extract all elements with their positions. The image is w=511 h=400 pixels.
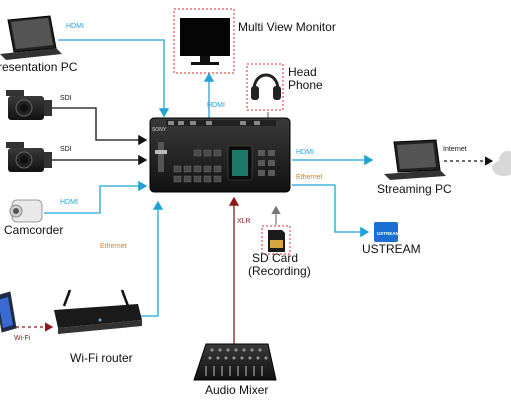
sdcard-highlight-box	[261, 225, 291, 255]
camcorder-icon	[9, 199, 43, 223]
headphone-label-line1: Head	[288, 65, 317, 79]
sdi-line-cam1	[52, 107, 148, 146]
label-ethernet-ustream: Ethernet	[296, 174, 323, 181]
label-hdmi-streaming: HDMI	[296, 149, 314, 156]
label-internet: Internet	[443, 146, 467, 153]
sdcard-icon	[268, 230, 285, 252]
hdmi-line-presentation	[58, 39, 170, 118]
switcher-device	[149, 117, 291, 193]
presentation-pc-label: resentation PC	[0, 60, 78, 74]
headphone-highlight-box	[246, 63, 284, 111]
ethernet-line-router	[140, 200, 164, 317]
monitor-highlight-box	[173, 8, 235, 74]
label-hdmi-camcorder: HDMI	[60, 199, 78, 206]
sdcard-label-line1: SD Card	[252, 251, 298, 265]
audio-mixer-label: Audio Mixer	[205, 383, 268, 397]
monitor-icon	[180, 18, 230, 65]
ustream-logo-text: USTREAM	[377, 231, 400, 236]
label-sdi-cam1: SDI	[60, 95, 72, 102]
audio-mixer-icon	[193, 343, 277, 381]
wifi-router-icon	[54, 289, 142, 334]
tablet-icon	[0, 291, 17, 333]
sdi-camera-1-icon	[6, 90, 52, 120]
cloud-icon	[492, 151, 511, 176]
switcher-brand-label: SONY	[152, 127, 167, 133]
label-sdi-cam2: SDI	[60, 146, 72, 153]
label-hdmi-presentation: HDMI	[66, 23, 84, 30]
presentation-pc-icon	[0, 15, 62, 60]
label-wifi: Wi-Fi	[14, 335, 31, 342]
sdcard-label-line2: (Recording)	[248, 264, 311, 278]
ethernet-line-ustream	[292, 184, 370, 238]
headphone-label-line2: Phone	[288, 78, 323, 92]
wifi-router-label: Wi-Fi router	[70, 351, 133, 365]
sdi-camera-2-icon	[6, 142, 52, 172]
monitor-label: Multi View Monitor	[238, 20, 336, 34]
camcorder-label: Camcorder	[4, 223, 63, 237]
hdmi-line-camcorder	[44, 180, 148, 214]
label-ethernet-router: Ethernet	[100, 243, 127, 250]
ustream-label: USTREAM	[362, 242, 421, 256]
streaming-pc-label: Streaming PC	[377, 182, 452, 196]
headphone-icon	[251, 73, 281, 100]
label-xlr: XLR	[237, 218, 251, 225]
ustream-logo-icon	[374, 222, 398, 242]
label-hdmi-monitor: HDMI	[207, 102, 225, 109]
streaming-pc-icon	[384, 139, 446, 180]
